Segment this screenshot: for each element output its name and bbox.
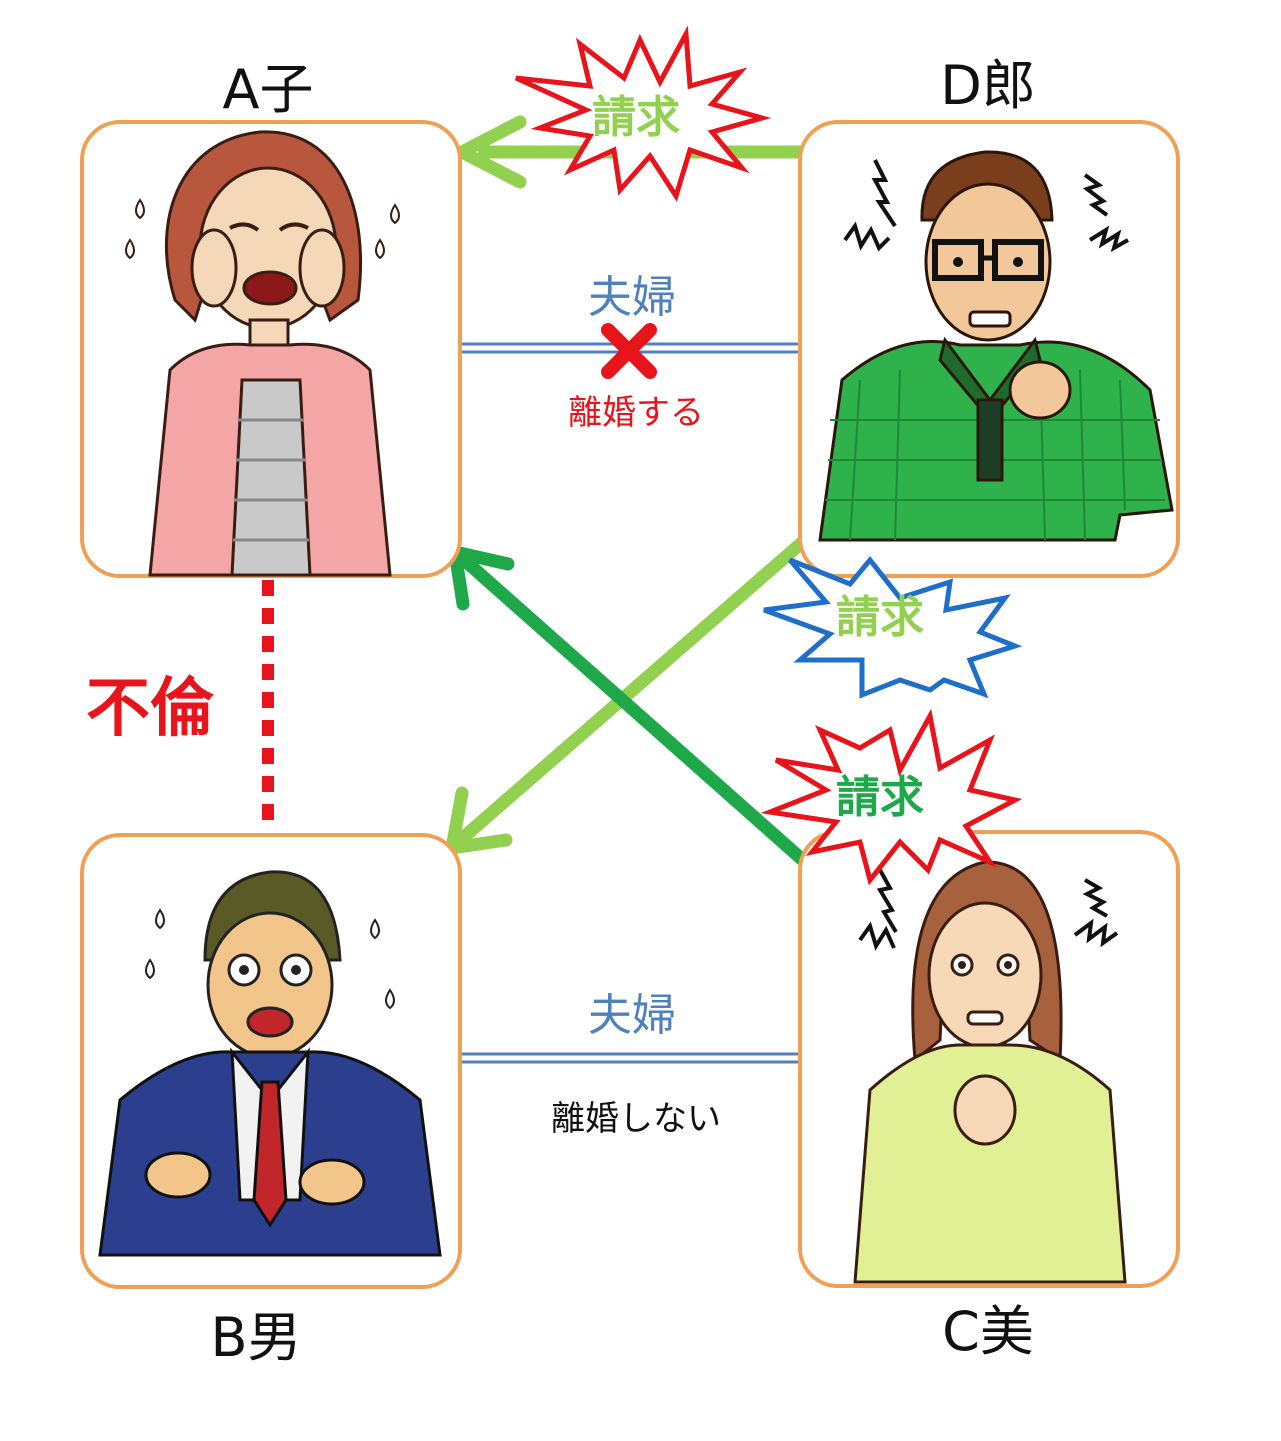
claim-burst-c-to-a: 請求 (760, 708, 1023, 886)
claim-burst-d-to-b: 請求 (763, 556, 1023, 699)
card-a (80, 120, 462, 578)
person-d-illustration (818, 150, 1174, 542)
claim-label-d-to-b: 請求 (836, 592, 924, 643)
divorce-status-ad: 離婚する (568, 393, 704, 433)
claim-arrow-d-to-b (445, 535, 810, 855)
claim-label-d-to-a: 請求 (592, 92, 680, 143)
marriage-line-bc (460, 1052, 800, 1064)
affair-label: 不倫 (86, 672, 215, 746)
card-d (798, 120, 1180, 578)
person-b-illustration (98, 870, 442, 1257)
person-a-illustration (125, 130, 400, 577)
claim-label-c-to-a: 請求 (836, 772, 924, 823)
name-c: C美 (942, 1300, 1034, 1363)
cross-icon (601, 323, 657, 379)
name-d: D郎 (940, 54, 1036, 117)
person-c-illustration (853, 860, 1127, 1284)
divorce-status-bc: 離婚しない (551, 1099, 721, 1139)
name-b: B男 (210, 1306, 301, 1369)
name-a: A子 (223, 58, 314, 121)
marriage-label-ad: 夫婦 (588, 272, 676, 323)
marriage-label-bc: 夫婦 (588, 990, 676, 1041)
card-c (798, 830, 1180, 1288)
claim-burst-d-to-a: 請求 (514, 25, 772, 202)
card-b (80, 833, 462, 1289)
claim-arrow-c-to-a (448, 545, 810, 867)
